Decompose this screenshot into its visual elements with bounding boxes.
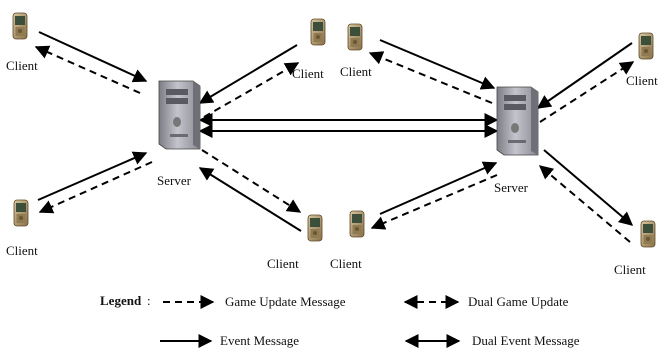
client-label-tc2: Client <box>340 64 372 79</box>
game-update-link-rtl <box>368 51 493 104</box>
server-icon-right <box>496 86 539 156</box>
server-icon-left <box>158 80 201 150</box>
game-update-link-bl <box>38 161 153 214</box>
client-label-bc: Client <box>267 256 299 271</box>
client-label-tc: Client <box>292 66 324 81</box>
server-label-right: Server <box>494 180 529 195</box>
client-label-tr: Client <box>626 73 658 88</box>
legend-event-label: Event Message <box>220 333 299 348</box>
event-link-rtl <box>379 39 496 90</box>
game-update-link-rbr <box>538 165 631 243</box>
client-label-bl: Client <box>6 243 38 258</box>
client-label-bc2: Client <box>330 256 362 271</box>
phone-icon-bl <box>13 199 29 227</box>
client-label-tl: Client <box>6 58 38 73</box>
event-link-rbl <box>379 161 498 215</box>
event-link-rbr <box>543 149 634 226</box>
phone-icon-bc <box>307 214 323 242</box>
legend-game-update-label: Game Update Message <box>225 294 346 309</box>
event-link-tl <box>38 31 148 83</box>
legend: Legend : Game Update Message Dual Game U… <box>100 293 580 348</box>
phone-icon-tr <box>638 32 654 60</box>
game-update-link-rbl <box>370 174 498 230</box>
server-label-left: Server <box>157 173 192 188</box>
phone-icon-tl <box>12 12 28 40</box>
legend-title: Legend <box>100 293 142 308</box>
phone-icon-bc2 <box>349 210 365 238</box>
legend-dual-event-label: Dual Event Message <box>472 333 580 348</box>
game-update-link-rtr <box>539 61 635 123</box>
phone-icon-tc <box>310 18 326 46</box>
client-label-br: Client <box>614 262 646 277</box>
phone-icon-br <box>640 220 656 248</box>
event-link-tr <box>198 44 298 104</box>
game-update-link-tr <box>203 62 300 118</box>
legend-colon: : <box>147 293 151 308</box>
event-link-bl <box>37 151 148 201</box>
game-update-link-br <box>201 149 302 213</box>
legend-dual-game-update-label: Dual Game Update <box>468 294 569 309</box>
game-update-link-tl <box>34 45 141 94</box>
phone-icon-tc2 <box>347 23 363 51</box>
event-link-br <box>198 167 302 232</box>
event-link-rtr <box>536 42 633 109</box>
